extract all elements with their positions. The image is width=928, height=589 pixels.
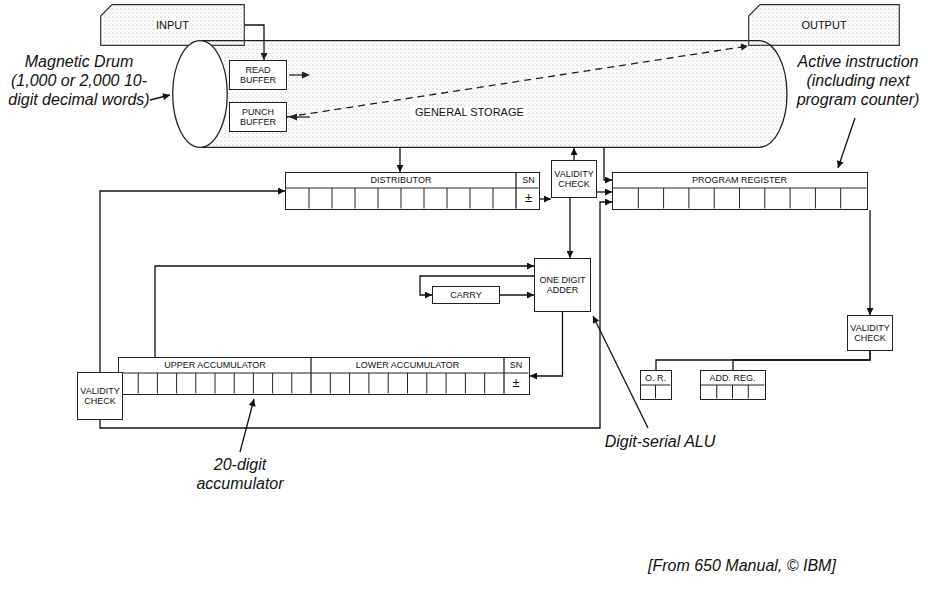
connector <box>597 191 612 192</box>
connector <box>573 148 574 160</box>
node-text: VALIDITY CHECK <box>79 386 121 407</box>
node-text: GENERAL STORAGE <box>412 106 527 119</box>
validity-check: VALIDITY CHECK <box>551 160 597 198</box>
connector <box>869 210 870 315</box>
callout-label: 20-digit accumulator <box>170 455 310 493</box>
callout-label: Magnetic Drum (1,000 or 2,000 10-digit d… <box>4 52 154 110</box>
punch-buffer: PUNCH BUFFER <box>229 102 287 132</box>
leader-line <box>838 118 855 168</box>
connector <box>155 266 534 357</box>
validity-check: VALIDITY CHECK <box>847 315 893 351</box>
carry-box: CARRY <box>432 286 500 304</box>
node-text: DISTRIBUTOR <box>286 175 516 185</box>
connector <box>733 351 870 370</box>
connector <box>100 202 612 428</box>
callout-label: [From 650 Manual, © IBM] <box>648 556 918 575</box>
output-card: OUTPUT <box>748 4 900 46</box>
validity-check: VALIDITY CHECK <box>77 372 123 420</box>
node-text: SN <box>504 360 528 370</box>
read-buffer: READ BUFFER <box>229 60 287 90</box>
node-text: VALIDITY CHECK <box>849 323 891 344</box>
node-text: PROGRAM REGISTER <box>613 175 866 185</box>
node-text: VALIDITY CHECK <box>553 169 595 190</box>
connector <box>569 198 570 258</box>
connector <box>530 312 563 376</box>
node-text: ± <box>516 190 541 206</box>
address-register: ADD. REG. <box>700 370 766 400</box>
op-register: O. R. <box>640 370 672 400</box>
node-text: OUTPUT <box>801 19 846 32</box>
program-register: PROGRAM REGISTER <box>612 172 868 210</box>
node-text: UPPER ACCUMULATOR <box>119 360 311 370</box>
node-text: LOWER ACCUMULATOR <box>311 360 504 370</box>
node-text: INPUT <box>156 19 189 32</box>
magnetic-drum: GENERAL STORAGE READ BUFFER PUNCH BUFFER <box>172 40 787 148</box>
leader-line <box>150 95 170 100</box>
connector <box>399 148 400 172</box>
adder-box: ONE DIGIT ADDER <box>534 258 591 312</box>
node-text: SN <box>516 175 541 185</box>
connector <box>100 191 285 372</box>
node-text: PUNCH BUFFER <box>231 107 285 128</box>
connector <box>540 198 551 199</box>
distributor-register: DISTRIBUTORSN ± <box>285 172 540 210</box>
leader-line <box>240 399 254 452</box>
node-text: CARRY <box>450 290 481 300</box>
node-text: READ BUFFER <box>231 65 285 86</box>
accumulator-register: UPPER ACCUMULATORLOWER ACCUMULATORSN ± <box>118 357 530 395</box>
node-text: ± <box>504 375 528 391</box>
connector <box>656 351 870 370</box>
input-card: INPUT <box>100 4 245 46</box>
callout-label: Active instruction (including next progr… <box>790 52 926 110</box>
node-text: ONE DIGIT ADDER <box>536 275 589 296</box>
node-text: ADD. REG. <box>701 373 764 383</box>
callout-label: Digit-serial ALU <box>600 432 720 451</box>
node-text: O. R. <box>641 373 670 383</box>
connector <box>604 148 612 180</box>
connector <box>500 294 534 295</box>
